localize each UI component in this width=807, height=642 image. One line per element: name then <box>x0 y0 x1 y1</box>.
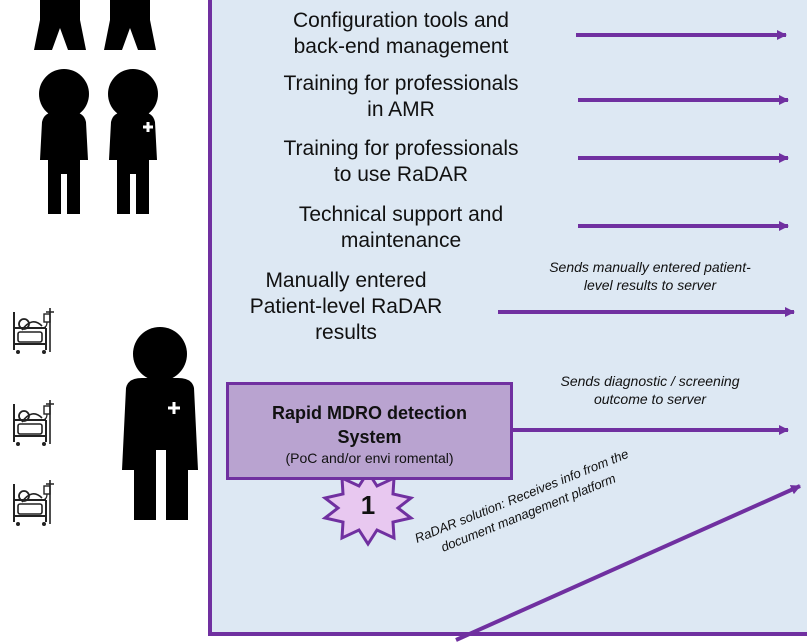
starburst-badge-icon <box>321 469 415 547</box>
arrow-icon <box>455 484 801 642</box>
patient-bed-icon <box>13 399 55 447</box>
note-manual-results: Sends manually entered patient-level res… <box>549 259 751 293</box>
person-icon <box>34 0 86 50</box>
doctor-icon <box>108 69 158 214</box>
badge-number: 1 <box>360 490 376 520</box>
patient-bed-icon <box>13 307 55 355</box>
person-icon <box>39 69 89 214</box>
system-subtitle: (PoC and/or envi romental) <box>285 450 454 466</box>
diagram-panel <box>208 0 807 636</box>
patient-bed-icon <box>13 479 55 527</box>
doctor-icon <box>122 327 198 520</box>
person-icon <box>104 0 156 50</box>
